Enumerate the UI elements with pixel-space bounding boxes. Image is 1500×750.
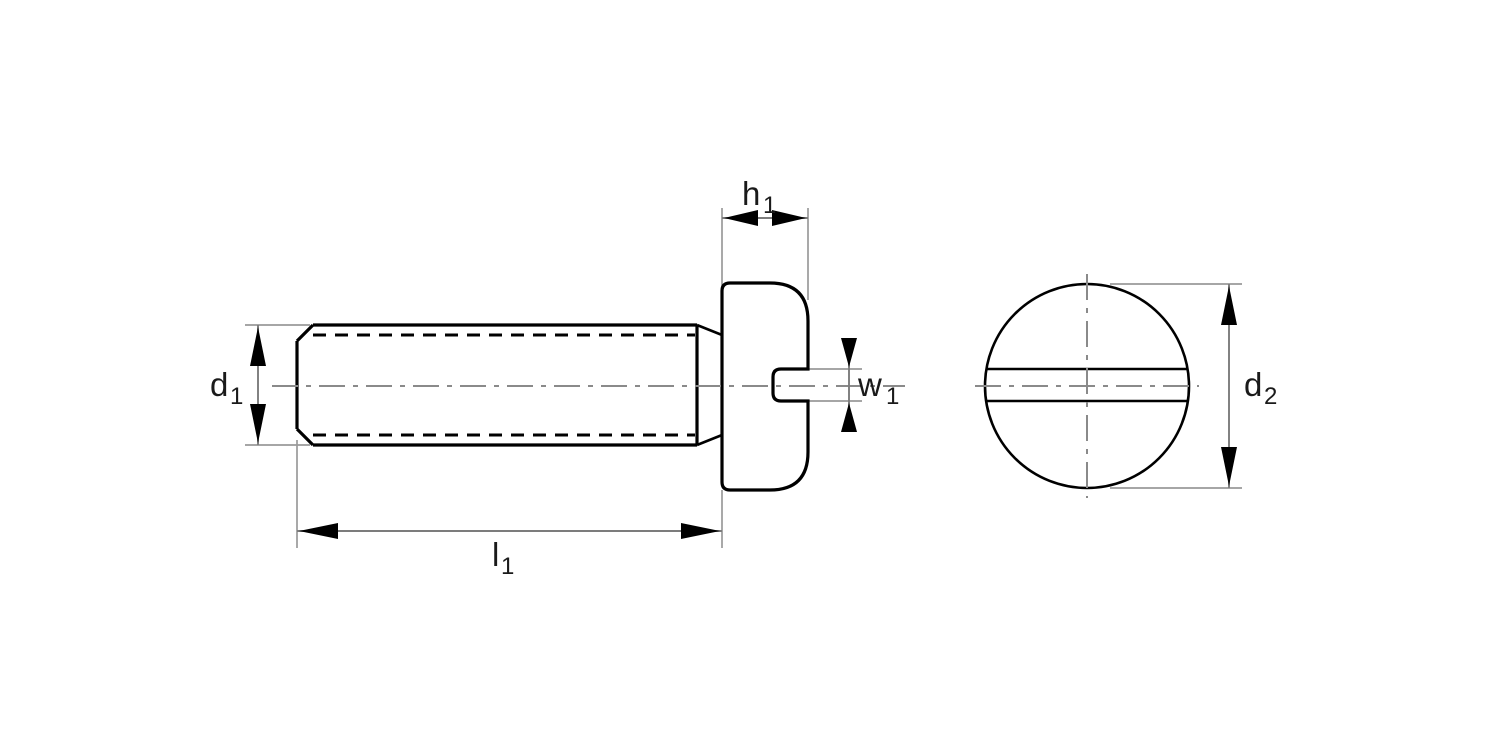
screw-pan-head [720, 281, 810, 492]
pan-head-outline [720, 281, 810, 492]
runout-taper-top [696, 323, 723, 337]
arrow-l1-right [681, 523, 720, 539]
arrow-d2-top [1221, 286, 1237, 325]
dim-label-l1: l [492, 536, 499, 573]
end-view-extension-lines [1110, 283, 1242, 489]
dimension-l1: l 1 [297, 523, 722, 580]
dim-sub-l1: 1 [501, 553, 514, 580]
dim-label-h1: h [742, 175, 760, 212]
dim-label-d2: d [1244, 366, 1262, 403]
arrow-h1-right [772, 210, 806, 226]
arrow-d2-bottom [1221, 447, 1237, 486]
dimension-d1: d 1 [210, 325, 266, 445]
dim-sub-d2: 2 [1264, 383, 1277, 410]
dim-sub-w1: 1 [886, 383, 899, 410]
arrow-l1-left [299, 523, 338, 539]
dim-label-w1: w [857, 366, 882, 403]
dim-label-d1: d [210, 366, 228, 403]
dim-sub-h1: 1 [763, 192, 776, 219]
dimension-h1: h 1 [722, 175, 808, 226]
end-view-centre-lines [975, 274, 1199, 498]
dimension-w1: w 1 [841, 338, 899, 432]
dimension-d2: d 2 [1221, 284, 1277, 488]
arrow-d1-top [250, 327, 266, 366]
runout-taper-bottom [696, 433, 723, 447]
screw-neck-runout [696, 323, 723, 447]
arrow-d1-bottom [250, 404, 266, 443]
arrow-w1-bottom [841, 403, 857, 432]
side-view-extension-lines [245, 208, 862, 548]
arrow-h1-left [724, 210, 758, 226]
dim-sub-d1: 1 [230, 383, 243, 410]
arrow-w1-top [841, 338, 857, 367]
